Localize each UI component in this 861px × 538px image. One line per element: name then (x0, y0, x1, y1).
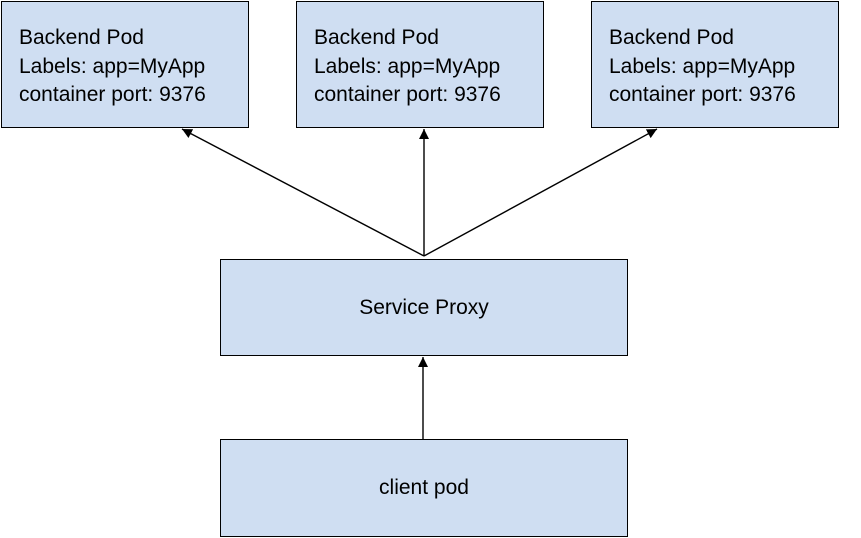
backend-pod-port: container port: 9376 (609, 83, 796, 106)
service-proxy-label: Service Proxy (359, 295, 489, 319)
backend-pod-3: Backend Pod Labels: app=MyApp container … (591, 1, 839, 128)
backend-pod-title: Backend Pod (314, 26, 439, 49)
service-proxy-box: Service Proxy (220, 259, 628, 356)
backend-pod-title: Backend Pod (19, 26, 144, 49)
backend-pod-1: Backend Pod Labels: app=MyApp container … (1, 1, 249, 128)
backend-pod-labels: Labels: app=MyApp (314, 54, 501, 78)
backend-pod-title: Backend Pod (609, 26, 734, 49)
backend-pod-port: container port: 9376 (314, 83, 501, 106)
backend-pod-labels: Labels: app=MyApp (609, 54, 796, 78)
client-pod-box: client pod (220, 439, 628, 537)
arrow-proxy-to-pod-3 (423, 128, 658, 257)
backend-pod-port: container port: 9376 (19, 83, 206, 106)
arrow-proxy-to-pod-1 (181, 128, 425, 257)
backend-pod-labels: Labels: app=MyApp (19, 54, 206, 78)
backend-pod-2: Backend Pod Labels: app=MyApp container … (296, 1, 544, 128)
client-pod-label: client pod (379, 476, 469, 499)
